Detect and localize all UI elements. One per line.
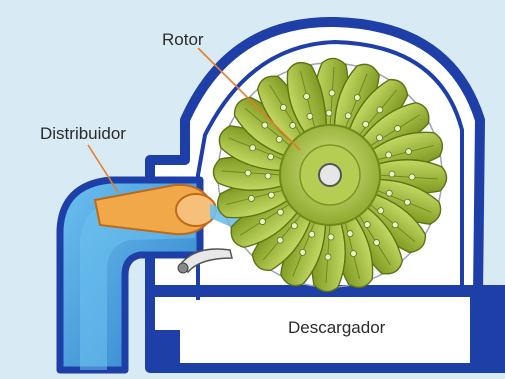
rotor-shaft xyxy=(319,164,341,186)
discharge-label: Descargador xyxy=(288,318,385,338)
housing-foot-left xyxy=(150,330,180,370)
rotor-label: Rotor xyxy=(162,30,204,50)
housing-foot-right xyxy=(470,295,505,370)
deflector-pivot xyxy=(178,263,188,273)
distributor-label: Distribuidor xyxy=(40,124,126,144)
